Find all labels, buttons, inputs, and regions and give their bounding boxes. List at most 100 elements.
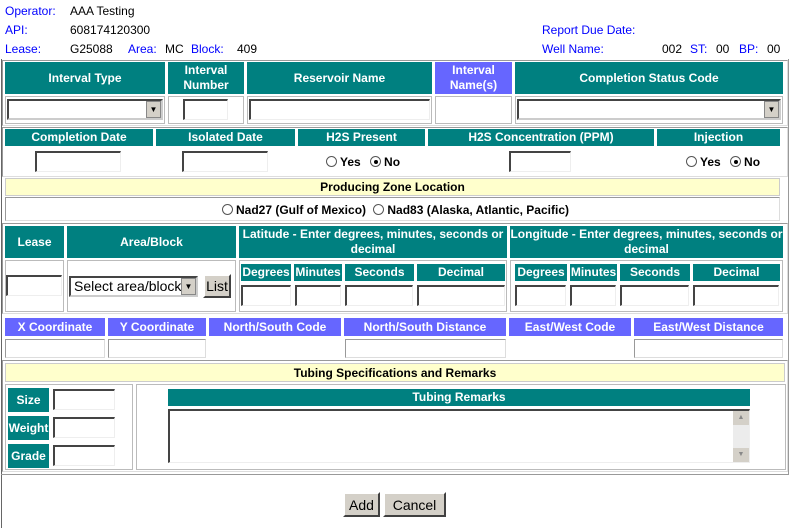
lat-decimal-input[interactable]	[417, 285, 505, 306]
ew-dist-header: East/West Distance	[634, 318, 783, 336]
yes-label: Yes	[340, 155, 361, 169]
isolated-date-input[interactable]	[182, 151, 268, 172]
lat-degrees-input[interactable]	[241, 285, 291, 306]
lat-decimal-header: Decimal	[417, 264, 505, 281]
scroll-up-icon[interactable]: ▲	[733, 411, 749, 425]
h2s-conc-header: H2S Concentration (PPM)	[428, 129, 654, 146]
area-select-value: Select area/block	[74, 278, 182, 294]
ns-dist-header: North/South Distance	[344, 318, 506, 336]
lat-degrees-header: Degrees	[241, 264, 291, 281]
y-coord-header: Y Coordinate	[108, 318, 206, 336]
y-coord-input[interactable]	[108, 339, 206, 358]
size-label: Size	[8, 388, 49, 412]
bp-label: BP:	[739, 42, 759, 56]
area-block-header: Area/Block	[67, 226, 236, 258]
lease-input[interactable]	[6, 275, 62, 296]
reservoir-name-input[interactable]	[249, 99, 430, 120]
producing-zone-title: Producing Zone Location	[5, 178, 780, 196]
x-coord-input[interactable]	[5, 339, 105, 358]
size-input[interactable]	[53, 389, 115, 410]
cancel-button[interactable]: Cancel	[383, 492, 446, 517]
area-label: Area:	[128, 42, 157, 56]
lon-degrees-header: Degrees	[515, 264, 567, 281]
lat-minutes-input[interactable]	[295, 285, 341, 306]
zone-row	[5, 197, 780, 221]
nad83-radio[interactable]	[373, 204, 385, 215]
operator-label: Operator:	[5, 4, 56, 18]
report-due-label: Report Due Date:	[542, 23, 636, 37]
completion-status-select[interactable]: ▼	[517, 99, 781, 120]
injection-no-radio[interactable]	[730, 156, 742, 167]
lon-seconds-input[interactable]	[620, 285, 689, 306]
operator-value: AAA Testing	[70, 4, 135, 18]
interval-type-header: Interval Type	[5, 62, 165, 94]
isolated-date-header: Isolated Date	[156, 129, 295, 146]
cell	[510, 260, 783, 312]
nad27-radio[interactable]	[222, 204, 233, 215]
chevron-down-icon: ▼	[181, 278, 196, 295]
interval-names-header: Interval Name(s)	[435, 62, 512, 94]
no-label: No	[744, 155, 761, 169]
st-label: ST:	[690, 42, 708, 56]
nad83-label: Nad83 (Alaska, Atlantic, Pacific)	[387, 203, 569, 217]
chevron-down-icon: ▼	[764, 101, 779, 118]
completion-table	[2, 127, 788, 177]
cell	[435, 96, 512, 124]
scrollbar[interactable]: ▲ ▼	[733, 411, 749, 462]
cell	[247, 96, 432, 124]
lease-value: G25088	[70, 42, 113, 56]
datum-radio-group: Nad27 (Gulf of Mexico) Nad83 (Alaska, At…	[222, 203, 569, 217]
location-table	[2, 223, 788, 314]
completion-date-header: Completion Date	[5, 129, 153, 146]
block-label: Block:	[191, 42, 224, 56]
grade-input[interactable]	[53, 445, 115, 466]
h2s-present-header: H2S Present	[298, 129, 425, 146]
interval-table	[2, 60, 788, 126]
injection-yes-radio[interactable]	[686, 156, 697, 167]
st-value: 00	[716, 42, 730, 56]
ew-dist-input[interactable]	[634, 339, 783, 358]
cell	[5, 260, 64, 312]
h2s-conc-input[interactable]	[509, 151, 571, 172]
frame-bottom	[1, 474, 789, 475]
area-block-select[interactable]: Select area/block▼	[69, 276, 198, 297]
bp-value: 00	[767, 42, 781, 56]
list-button[interactable]: List	[203, 274, 231, 298]
lon-degrees-input[interactable]	[515, 285, 566, 306]
lat-minutes-header: Minutes	[294, 264, 342, 281]
reservoir-name-header: Reservoir Name	[247, 62, 432, 94]
cell	[136, 384, 786, 470]
cell	[5, 96, 165, 124]
tubing-remarks-textarea[interactable]: ▲ ▼	[168, 409, 750, 463]
add-button[interactable]: Add	[343, 492, 380, 517]
cell	[515, 96, 783, 124]
cell	[5, 384, 133, 470]
tubing-table	[2, 360, 788, 472]
lon-decimal-input[interactable]	[693, 285, 779, 306]
interval-type-select[interactable]: ▼	[7, 99, 163, 120]
ns-code-header: North/South Code	[209, 318, 341, 336]
interval-number-input[interactable]	[183, 99, 228, 120]
scroll-down-icon[interactable]: ▼	[733, 448, 749, 462]
tubing-title: Tubing Specifications and Remarks	[5, 363, 785, 382]
completion-status-header: Completion Status Code	[515, 62, 783, 94]
tubing-remarks-header: Tubing Remarks	[168, 389, 750, 406]
api-label: API:	[5, 23, 28, 37]
lon-minutes-header: Minutes	[570, 264, 617, 281]
lon-decimal-header: Decimal	[693, 264, 780, 281]
no-label: No	[384, 155, 401, 169]
h2s-no-radio[interactable]	[370, 156, 382, 167]
lon-minutes-input[interactable]	[570, 285, 616, 306]
completion-date-input[interactable]	[35, 151, 121, 172]
frame-left	[1, 59, 2, 528]
weight-input[interactable]	[53, 417, 115, 438]
lat-seconds-input[interactable]	[345, 285, 413, 306]
cell	[168, 96, 244, 124]
lat-seconds-header: Seconds	[345, 264, 414, 281]
x-coord-header: X Coordinate	[5, 318, 105, 336]
yes-label: Yes	[700, 155, 721, 169]
injection-radio-group: Yes No	[686, 155, 760, 169]
h2s-yes-radio[interactable]	[326, 156, 337, 167]
lease-label: Lease:	[5, 42, 42, 56]
ns-dist-input[interactable]	[345, 339, 506, 358]
